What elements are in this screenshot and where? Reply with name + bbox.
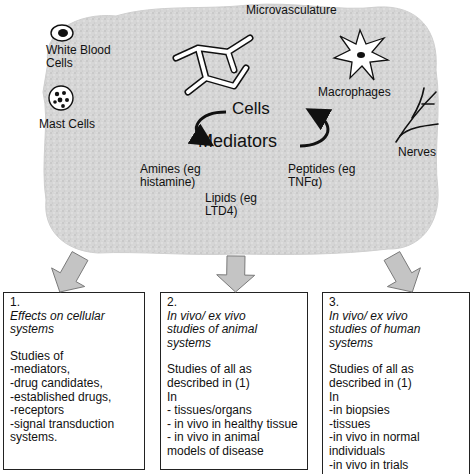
box-item: - in vivo in healthy tissue bbox=[167, 418, 301, 432]
study-box: 2.In vivo/ ex vivo studies of animal sys… bbox=[160, 292, 308, 470]
box-item: -established drugs, bbox=[10, 391, 138, 405]
tissue-blob bbox=[38, 0, 442, 256]
concept-label: Cells bbox=[232, 99, 292, 118]
box-item: -signal transduction systems. bbox=[10, 418, 138, 445]
block-arrow bbox=[384, 252, 420, 292]
box-item: In bbox=[329, 391, 463, 405]
box-heading: In vivo/ ex vivo studies of human system… bbox=[329, 310, 435, 351]
box-item: -receptors bbox=[10, 404, 138, 418]
box-item: Studies of all as described in (1) bbox=[167, 363, 301, 390]
cell-label: Peptides (eg TNFα) bbox=[288, 163, 384, 189]
box-item: -in vivo in trials bbox=[329, 459, 463, 473]
box-heading: Effects on cellular systems bbox=[10, 310, 106, 337]
box-item: - tissues/organs bbox=[167, 404, 301, 418]
box-number: 2. bbox=[167, 296, 301, 310]
study-box: 1.Effects on cellular systemsStudies of-… bbox=[3, 292, 145, 470]
concept-label: Mediators bbox=[198, 131, 308, 151]
box-item: In bbox=[167, 391, 301, 405]
box-item: - in vivo in animal models of disease bbox=[167, 431, 301, 458]
box-item: -in vivo in normal individuals bbox=[329, 431, 463, 458]
block-arrow bbox=[217, 256, 255, 292]
mast-cell bbox=[49, 86, 73, 110]
cell-label: Lipids (eg LTD4) bbox=[205, 192, 277, 218]
box-item: Studies of all as described in (1) bbox=[329, 363, 463, 390]
cell-label: Macrophages bbox=[318, 86, 418, 99]
cell-label: Microvasculature bbox=[246, 4, 366, 17]
box-item: Studies of bbox=[10, 350, 138, 364]
cell-label: Mast Cells bbox=[39, 118, 119, 131]
box-heading: In vivo/ ex vivo studies of animal syste… bbox=[167, 310, 273, 351]
study-box: 3.In vivo/ ex vivo studies of human syst… bbox=[322, 292, 470, 474]
blob-outline bbox=[43, 4, 438, 254]
cell-label: White Blood Cells bbox=[46, 44, 118, 70]
box-number: 3. bbox=[329, 296, 463, 310]
cell-label: Amines (eg histamine) bbox=[140, 163, 232, 189]
box-item: -tissues bbox=[329, 418, 463, 432]
nerve-drawing bbox=[396, 88, 438, 142]
curved-arrow bbox=[300, 114, 328, 146]
white-blood-cell bbox=[51, 25, 73, 41]
box-number: 1. bbox=[10, 296, 138, 310]
cell-label: Nerves bbox=[398, 146, 448, 159]
box-item: -in biopsies bbox=[329, 404, 463, 418]
box-item: -drug candidates, bbox=[10, 377, 138, 391]
microvasculature-drawing bbox=[176, 38, 250, 92]
tissue-cloud: MicrovasculatureWhite Blood CellsMacroph… bbox=[38, 0, 442, 256]
block-arrow bbox=[52, 252, 88, 292]
box-item: -mediators, bbox=[10, 363, 138, 377]
macrophage-drawing bbox=[334, 30, 388, 80]
